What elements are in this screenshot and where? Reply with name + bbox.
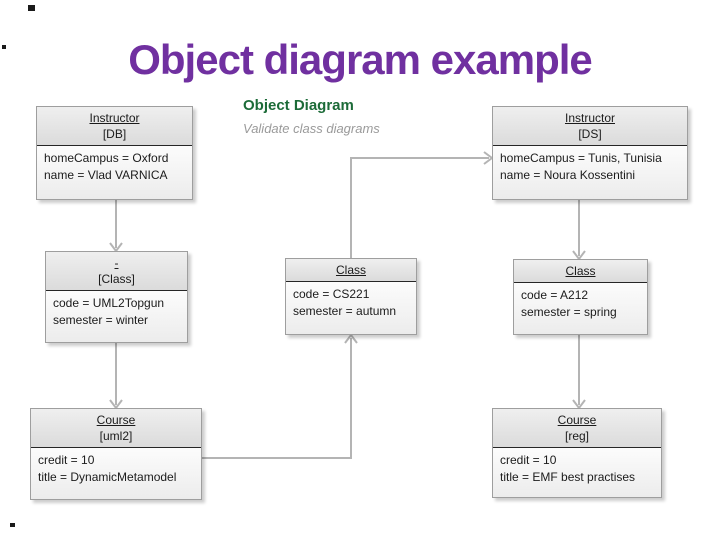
- object-attributes: code = A212 semester = spring: [514, 283, 647, 334]
- object-attributes: credit = 10 title = DynamicMetamodel: [31, 448, 201, 499]
- attribute-line: homeCampus = Oxford: [44, 151, 169, 165]
- attribute-line: code = CS221: [293, 287, 370, 301]
- attribute-line: credit = 10: [500, 453, 557, 467]
- object-box-instructor-db: Instructor [DB] homeCampus = Oxford name…: [36, 106, 193, 200]
- attribute-line: credit = 10: [38, 453, 95, 467]
- object-name: -: [114, 256, 119, 270]
- connector-class-cs221-to-instructor-ds: [350, 151, 494, 258]
- object-attributes: code = UML2Topgun semester = winter: [46, 291, 187, 342]
- attribute-line: code = UML2Topgun: [53, 296, 165, 310]
- attribute-line: title = EMF best practises: [500, 470, 636, 484]
- object-qualifier: [uml2]: [99, 429, 133, 443]
- diagram-caption: Object Diagram Validate class diagrams: [243, 97, 380, 136]
- attribute-line: homeCampus = Tunis, Tunisia: [500, 151, 662, 165]
- object-header: Class: [286, 259, 416, 282]
- object-box-class-anon: - [Class] code = UML2Topgun semester = w…: [45, 251, 188, 343]
- artifact-speck: [2, 45, 6, 49]
- object-attributes: homeCampus = Oxford name = Vlad VARNICA: [37, 146, 192, 199]
- connector-class-anon-to-course-uml2: [109, 343, 123, 410]
- object-attributes: code = CS221 semester = autumn: [286, 282, 416, 334]
- connector-instructor-db-to-class-anon: [109, 200, 123, 253]
- object-name: Instructor: [564, 111, 615, 125]
- object-header: Course [reg]: [493, 409, 661, 448]
- connector-class-a212-to-course-reg: [572, 335, 586, 410]
- object-qualifier: [DS]: [578, 127, 602, 141]
- object-name: Instructor: [89, 111, 140, 125]
- object-box-course-reg: Course [reg] credit = 10 title = EMF bes…: [492, 408, 662, 498]
- object-attributes: credit = 10 title = EMF best practises: [493, 448, 661, 497]
- object-qualifier: [DB]: [102, 127, 127, 141]
- object-box-instructor-ds: Instructor [DS] homeCampus = Tunis, Tuni…: [492, 106, 688, 200]
- object-name: Class: [565, 264, 596, 278]
- object-header: - [Class]: [46, 252, 187, 291]
- diagram-caption-subheading: Validate class diagrams: [243, 121, 380, 136]
- object-name: Class: [335, 263, 366, 277]
- object-box-course-uml2: Course [uml2] credit = 10 title = Dynami…: [30, 408, 202, 500]
- attribute-line: semester = autumn: [293, 304, 397, 318]
- page-title: Object diagram example: [128, 36, 593, 83]
- attribute-line: code = A212: [521, 288, 589, 302]
- attribute-line: title = DynamicMetamodel: [38, 470, 177, 484]
- attribute-line: name = Noura Kossentini: [500, 168, 636, 182]
- object-name: Course: [96, 413, 136, 427]
- diagram-caption-heading: Object Diagram: [243, 97, 354, 114]
- object-header: Course [uml2]: [31, 409, 201, 448]
- attribute-line: semester = winter: [53, 313, 149, 327]
- object-qualifier: [Class]: [98, 272, 135, 286]
- object-name: Course: [557, 413, 597, 427]
- object-qualifier: [reg]: [564, 429, 589, 443]
- object-box-class-cs221: Class code = CS221 semester = autumn: [285, 258, 417, 335]
- artifact-speck: [28, 5, 35, 11]
- object-attributes: homeCampus = Tunis, Tunisia name = Noura…: [493, 146, 687, 199]
- attribute-line: name = Vlad VARNICA: [44, 168, 168, 182]
- object-box-class-a212: Class code = A212 semester = spring: [513, 259, 648, 335]
- object-header: Instructor [DS]: [493, 107, 687, 146]
- attribute-line: semester = spring: [521, 305, 617, 319]
- object-header: Class: [514, 260, 647, 283]
- object-header: Instructor [DB]: [37, 107, 192, 146]
- connector-instructor-ds-to-class-a212: [572, 200, 586, 261]
- artifact-speck: [10, 523, 15, 527]
- connector-course-uml2-to-class-cs221: [202, 333, 358, 459]
